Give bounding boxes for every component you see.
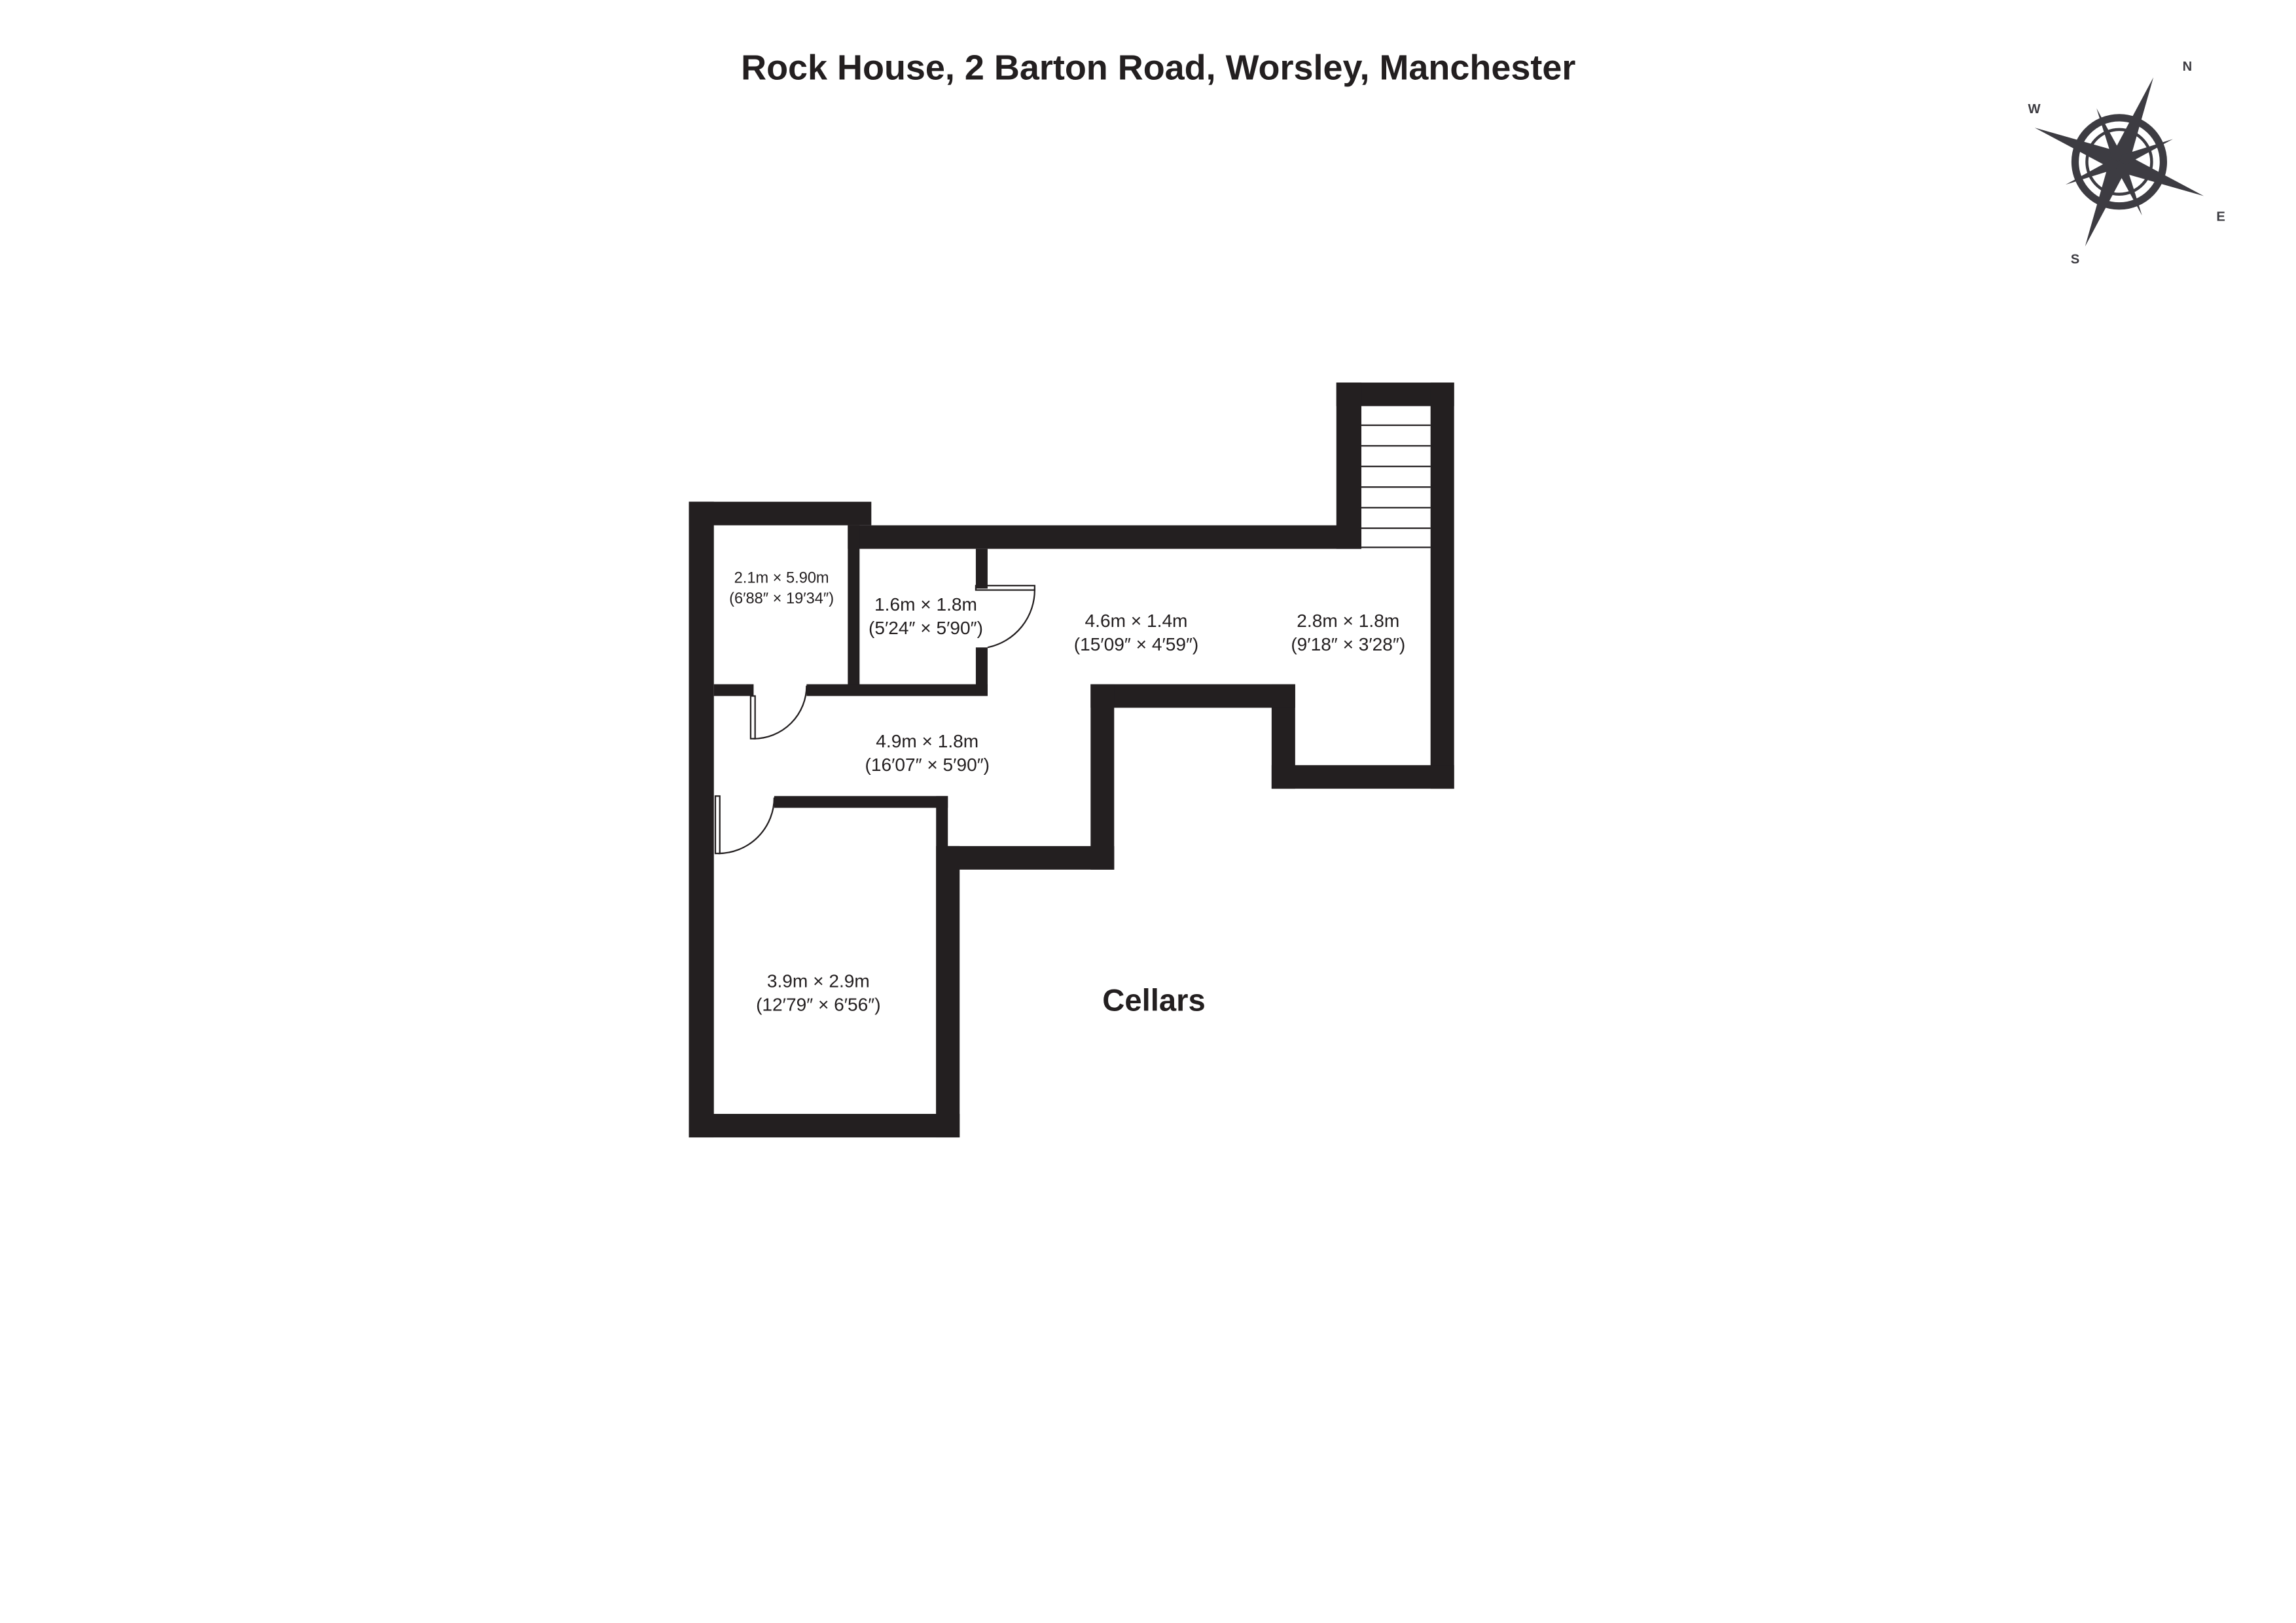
room-1-imperial: (6′88″ × 19′34″) bbox=[729, 590, 834, 607]
room-3-metric: 4.6m × 1.4m bbox=[1085, 611, 1188, 631]
page-title: Rock House, 2 Barton Road, Worsley, Manc… bbox=[741, 48, 1575, 87]
room-6-metric: 3.9m × 2.9m bbox=[767, 971, 870, 991]
door-small-room bbox=[975, 584, 1035, 649]
room-4-imperial: (9′18″ × 3′28″) bbox=[1291, 634, 1405, 654]
floor-name: Cellars bbox=[1102, 984, 1205, 1018]
compass-south-label: S bbox=[2071, 252, 2080, 266]
room-1-metric: 2.1m × 5.90m bbox=[734, 569, 829, 586]
compass-rose-icon bbox=[2034, 77, 2204, 247]
room-6-imperial: (12′79″ × 6′56″) bbox=[756, 995, 881, 1015]
door-store bbox=[749, 685, 808, 740]
room-4-metric: 2.8m × 1.8m bbox=[1297, 611, 1399, 631]
room-5-metric: 4.9m × 1.8m bbox=[876, 731, 978, 751]
door-bottom-room bbox=[714, 795, 776, 855]
compass-east-label: E bbox=[2216, 209, 2225, 224]
staircase bbox=[1361, 424, 1431, 548]
room-2-imperial: (5′24″ × 5′90″) bbox=[869, 618, 983, 638]
compass-west-label: W bbox=[2028, 102, 2041, 116]
room-5-imperial: (16′07″ × 5′90″) bbox=[865, 755, 990, 775]
room-3-imperial: (15′09″ × 4′59″) bbox=[1074, 634, 1199, 654]
room-2-metric: 1.6m × 1.8m bbox=[874, 594, 977, 615]
walls bbox=[689, 382, 1454, 1138]
compass-north-label: N bbox=[2183, 60, 2193, 74]
